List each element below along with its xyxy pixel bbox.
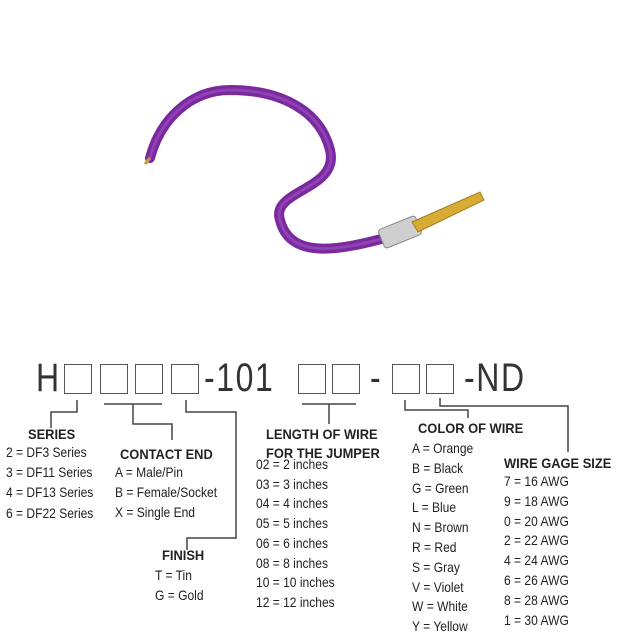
finish-box [171,364,199,394]
legend-item: 1 = 30 AWG [504,611,569,628]
gold-pin [411,191,485,233]
legend-item: Y = Yellow [412,618,468,635]
legend-item: S = Gray [412,558,460,575]
legend-item: 06 = 6 inches [256,534,328,551]
contact-line [132,404,173,440]
part-dash: - [370,356,383,400]
length-box-1 [298,364,326,394]
gage-line [439,398,569,452]
color-line [404,400,469,418]
color-box [392,364,420,394]
legend-item: 03 = 3 inches [256,475,328,492]
series-line [50,400,78,428]
legend-item: 6 = 26 AWG [504,572,569,588]
legend-item: 05 = 5 inches [256,515,328,532]
length-title-line2: FOR THE JUMPER [266,445,380,461]
part-suffix: -ND [464,356,526,400]
legend-item: T = Tin [155,567,192,583]
part-prefix: H [36,356,61,400]
legend-item: 8 = 28 AWG [504,591,569,608]
legend-item: X = Single End [115,504,195,520]
wire-highlight [148,88,386,250]
legend-item: 2 = 22 AWG [504,532,569,549]
legend-item: G = Gold [155,586,204,603]
wire-tip [143,157,152,165]
legend-item: 3 = DF11 Series [6,464,93,481]
finish-title: FINISH [162,547,205,563]
series-box [64,364,92,394]
color-title: COLOR OF WIRE [418,420,524,436]
legend-item: 10 = 10 inches [256,574,335,591]
length-box-2 [332,364,360,394]
legend-item: V = Violet [412,578,464,595]
legend-item: 7 = 16 AWG [504,473,569,489]
legend-item: 0 = 20 AWG [504,512,569,529]
legend-item: 9 = 18 AWG [504,492,569,509]
gage-box [426,364,454,394]
legend-item: 02 = 2 inches [256,456,328,472]
legend-item: A = Orange [412,440,474,456]
legend-item: 12 = 12 inches [256,593,335,610]
contact-box-1 [100,364,128,394]
legend-item: G = Green [412,479,469,496]
part-middle: -101 [204,356,275,400]
gage-title: WIRE GAGE SIZE [504,455,612,471]
contact-box-2 [135,364,163,394]
legend-item: B = Black [412,459,464,476]
series-title: SERIES [28,426,76,442]
legend-item: B = Female/Socket [115,484,218,500]
legend-item: A = Male/Pin [115,464,183,480]
length-title-line1: LENGTH OF WIRE [266,426,378,442]
legend-item: 6 = DF22 Series [6,504,94,521]
legend-item: W = White [412,598,468,615]
finish-line [185,400,237,550]
legend-item: L = Blue [412,499,457,516]
jumper-wire-image [143,84,485,254]
contact-end-title: CONTACT END [120,446,213,462]
legend-item: 4 = 24 AWG [504,552,569,569]
legend-item: N = Brown [412,519,469,536]
legend-item: 4 = DF13 Series [6,484,94,501]
legend-item: R = Red [412,539,457,555]
legend-item: 04 = 4 inches [256,495,328,512]
legend-item: 2 = DF3 Series [6,444,87,460]
legend-item: 08 = 8 inches [256,554,328,571]
